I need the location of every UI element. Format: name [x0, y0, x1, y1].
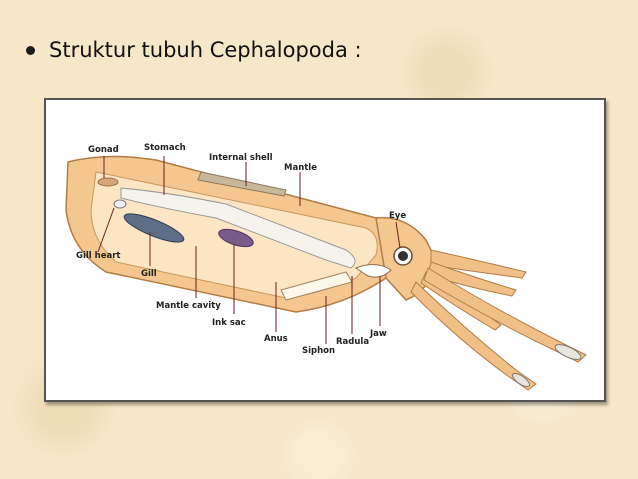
jaw-shape: [354, 264, 392, 278]
eye-pupil-shape: [398, 251, 408, 261]
tentacle-2: [410, 281, 537, 391]
label-mantle: Mantle: [284, 163, 317, 173]
label-mantle-cavity: Mantle cavity: [156, 301, 221, 311]
arm-1: [430, 249, 527, 279]
gill-heart-shape: [113, 199, 127, 209]
tentacle-club-2: [511, 372, 531, 388]
gill-shape: [123, 213, 185, 243]
label-internal-shell: Internal shell: [209, 153, 273, 163]
label-eye: Eye: [389, 211, 406, 221]
slide-title-row: Struktur tubuh Cephalopoda :: [26, 38, 362, 62]
label-siphon: Siphon: [302, 346, 335, 356]
label-gill: Gill: [141, 269, 157, 279]
slide-title: Struktur tubuh Cephalopoda :: [49, 38, 362, 62]
label-jaw: Jaw: [369, 329, 387, 339]
tentacle-1: [423, 267, 587, 363]
label-gill-heart: Gill heart: [76, 251, 120, 261]
stomach-shape: [120, 187, 356, 269]
label-radula: Radula: [336, 337, 369, 347]
gonad-shape: [97, 177, 119, 187]
internal-shell-shape: [197, 171, 287, 197]
leader-lines: [97, 156, 401, 344]
squid-diagram: Gonad Stomach Internal shell Mantle Eye …: [65, 143, 587, 391]
squid-anatomy-figure: Gonad Stomach Internal shell Mantle Eye …: [44, 98, 606, 402]
bullet-icon: [26, 45, 35, 55]
tentacle-club-1: [554, 344, 582, 360]
label-gonad: Gonad: [88, 145, 119, 155]
label-anus: Anus: [264, 334, 288, 344]
label-ink-sac: Ink sac: [212, 318, 246, 328]
label-stomach: Stomach: [144, 143, 186, 153]
